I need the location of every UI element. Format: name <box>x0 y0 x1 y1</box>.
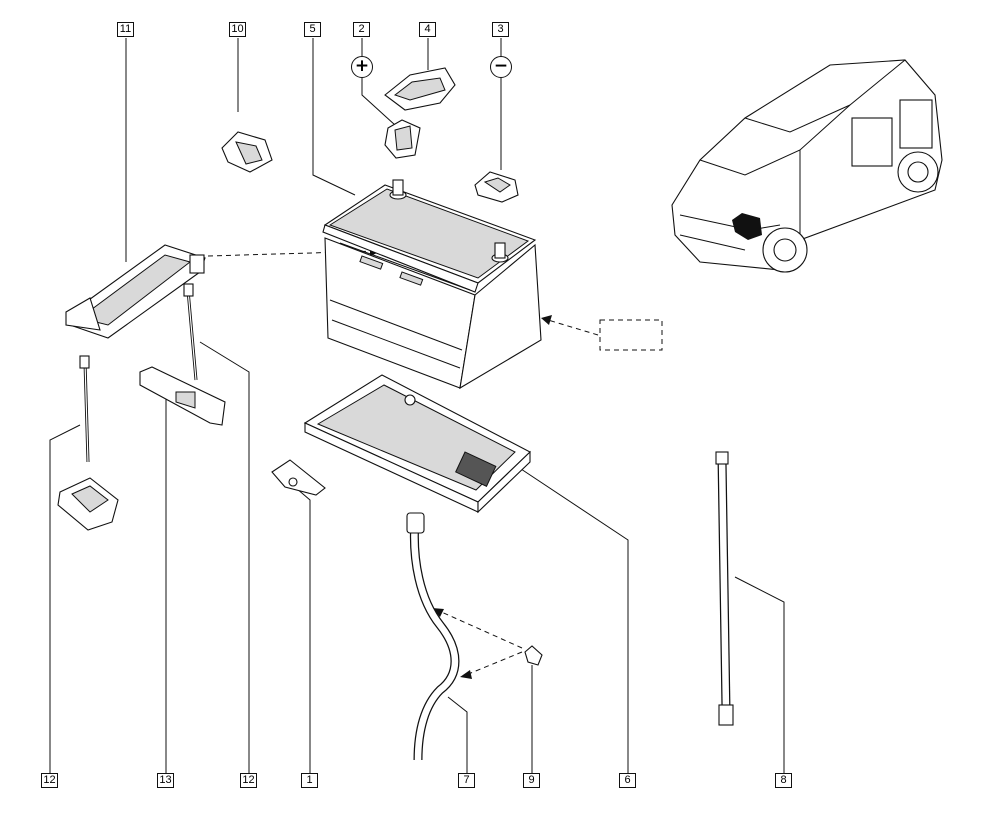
vehicle-illustration <box>671 59 943 273</box>
small-bracket <box>271 459 326 496</box>
mounting-plate <box>139 366 226 426</box>
battery-cable <box>715 451 734 726</box>
leader-lines <box>49 38 785 773</box>
callout-12-right: 12 <box>240 773 257 788</box>
callout-4: 4 <box>419 22 436 37</box>
battery-tray <box>303 374 531 514</box>
positive-terminal-clamp <box>384 119 421 159</box>
callout-13: 13 <box>157 773 174 788</box>
tie-rod-right <box>183 283 198 381</box>
callout-5: 5 <box>304 22 321 37</box>
callout-9: 9 <box>523 773 540 788</box>
terminal-cover <box>384 67 456 111</box>
battery <box>322 179 542 390</box>
negative-symbol: − <box>490 56 512 78</box>
callout-12-left: 12 <box>41 773 58 788</box>
callout-8: 8 <box>775 773 792 788</box>
callout-7: 7 <box>458 773 475 788</box>
positive-symbol: + <box>351 56 373 78</box>
callout-1: 1 <box>301 773 318 788</box>
clamp-bar <box>65 244 206 339</box>
callout-2: 2 <box>353 22 370 37</box>
clip <box>221 131 273 173</box>
callout-10: 10 <box>229 22 246 37</box>
callout-11: 11 <box>117 22 134 37</box>
negative-terminal-clamp <box>474 171 519 203</box>
callout-6: 6 <box>619 773 636 788</box>
dashed-reference-box <box>599 319 663 351</box>
vent-hose <box>406 512 460 761</box>
tie-rod-left <box>57 355 119 531</box>
hose-clip <box>524 645 543 666</box>
dashed-arrows <box>207 246 599 679</box>
callout-3: 3 <box>492 22 509 37</box>
